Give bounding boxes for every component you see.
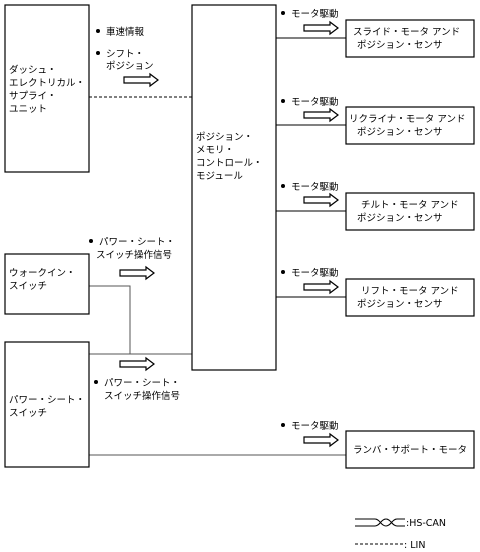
- slide-motor-label: スライド・モータ アンド ポジション・センサ: [353, 27, 463, 51]
- recliner-motor-label: リクライナ・モータ アンド ポジション・センサ: [349, 114, 468, 138]
- arrow-motor-drive-tilt: [303, 192, 339, 208]
- bullet-walkin-signal: [89, 239, 93, 243]
- lumbar-support-motor: ランバ・サポート・モータ: [345, 430, 475, 469]
- wire-walkin-switch: [89, 285, 131, 354]
- dash-electrical-supply-unit: ダッシュ・ エレクトリカル・ サプライ・ ユニット: [4, 4, 90, 173]
- motor-drive-label-slide: モータ駆動: [291, 9, 339, 20]
- bullet-motor-drive-recliner: [281, 99, 285, 103]
- motor-drive-label-recliner: モータ駆動: [291, 97, 339, 108]
- walkin-switch: ウォークイン・ スイッチ: [4, 253, 90, 315]
- legend-hs-can-label: :HS-CAN: [406, 518, 446, 529]
- tilt-motor-position-sensor: チルト・モータ アンド ポジション・センサ: [345, 192, 475, 231]
- powerseat-signal-label: パワー・シート・ スイッチ操作信号: [104, 378, 183, 402]
- power-seat-switch-label: パワー・シート・ スイッチ: [9, 395, 88, 419]
- arrow-motor-drive-recliner: [303, 107, 339, 123]
- shift-position-label: シフト・ ポジション: [106, 49, 154, 72]
- arrow-shift-to-module: [123, 72, 159, 88]
- walkin-signal-label: パワー・シート・ スイッチ操作信号: [96, 237, 178, 261]
- bullet-motor-drive-lift: [281, 270, 285, 274]
- arrow-motor-drive-slide: [303, 20, 339, 36]
- position-memory-control-module: ポジション・ メモリ・ コントロール・ モジュール: [191, 4, 277, 371]
- bullet-motor-drive-slide: [281, 11, 285, 15]
- bullet-motor-drive-tilt: [281, 184, 285, 188]
- lumbar-motor-label: ランバ・サポート・モータ: [353, 445, 467, 456]
- twisted-pair-symbol: [374, 518, 398, 527]
- bullet-shift-position: [96, 51, 100, 55]
- tilt-motor-label: チルト・モータ アンド ポジション・センサ: [357, 200, 462, 224]
- arrow-motor-drive-lift: [303, 279, 339, 295]
- legend-lin: : LIN: [355, 540, 425, 551]
- motor-drive-label-lumbar: モータ駆動: [291, 421, 339, 432]
- arrow-powerseat-signal: [119, 356, 155, 372]
- legend-lin-label: : LIN: [404, 540, 425, 551]
- memory-module-label: ポジション・ メモリ・ コントロール・ モジュール: [196, 132, 266, 182]
- slide-motor-position-sensor: スライド・モータ アンド ポジション・センサ: [345, 19, 475, 58]
- recliner-motor-position-sensor: リクライナ・モータ アンド ポジション・センサ: [345, 106, 475, 145]
- power-seat-switch: パワー・シート・ スイッチ: [4, 341, 90, 468]
- arrow-walkin-signal: [119, 265, 155, 281]
- motor-drive-label-lift: モータ駆動: [291, 268, 339, 279]
- vehicle-speed-label: 車速情報: [106, 26, 145, 38]
- legend-hs-can: :HS-CAN: [355, 518, 446, 529]
- bullet-powerseat-signal: [94, 380, 98, 384]
- lift-motor-position-sensor: リフト・モータ アンド ポジション・センサ: [345, 278, 475, 317]
- motor-drive-label-tilt: モータ駆動: [291, 182, 339, 193]
- lift-motor-label: リフト・モータ アンド ポジション・センサ: [357, 286, 462, 310]
- arrow-motor-drive-lumbar: [303, 432, 339, 448]
- bullet-vehicle-speed: [96, 29, 100, 33]
- dash-unit-label: ダッシュ・ エレクトリカル・ サプライ・ ユニット: [9, 64, 88, 115]
- walkin-switch-label: ウォークイン・ スイッチ: [9, 268, 79, 292]
- bullet-motor-drive-lumbar: [281, 423, 285, 427]
